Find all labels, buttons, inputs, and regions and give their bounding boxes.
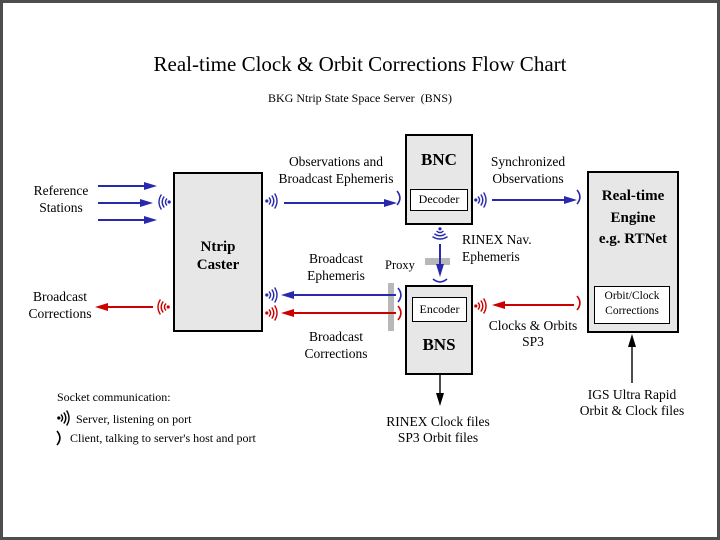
server-socket-icon-caster-right-ephemeris [264, 286, 278, 304]
server-socket-icon-bns-right [473, 297, 487, 315]
client-socket-icon-bnc-left [396, 190, 401, 206]
arrow-reference-station-1 [98, 182, 157, 190]
clocks-orbits-label: Clocks & Orbits SP3 [488, 318, 578, 349]
legend-server-text: Server, listening on port [76, 412, 192, 426]
arrow-igs-to-engine [628, 334, 636, 383]
encoder-box [412, 297, 467, 322]
server-socket-icon-bnc-right [473, 191, 487, 209]
legend-server-socket-icon [56, 409, 70, 427]
arrow-bnc-to-bns [436, 244, 444, 277]
server-socket-icon-caster-right-corrections [264, 304, 278, 322]
client-socket-icon-engine-left-red [576, 295, 581, 311]
proxy-label: Proxy [385, 258, 415, 272]
encoder-label: Encoder [419, 302, 460, 316]
rinex-nav-label: RINEX Nav. Ephemeris [462, 232, 532, 264]
ntrip-caster-box [173, 172, 263, 332]
broadcast-corrections-left-label: Broadcast Corrections [28, 289, 92, 321]
bns-label: BNS [422, 335, 456, 354]
client-socket-icon-engine-left-blue [576, 189, 581, 205]
arrow-bns-to-caster-corrections [281, 309, 396, 317]
bnc-label: BNC [421, 150, 457, 169]
arrow-reference-station-3 [98, 216, 157, 224]
arrow-bns-to-caster-ephemeris [281, 291, 396, 299]
arrow-engine-to-bns [492, 301, 574, 309]
legend-title: Socket communication: [57, 390, 171, 404]
arrow-bnc-to-engine [492, 196, 577, 204]
server-socket-icon-caster-left-red [157, 298, 171, 316]
realtime-engine-label: Real-time Engine e.g. RTNet [598, 188, 668, 247]
page-subtitle: BKG Ntrip State Space Server (BNS) [268, 91, 452, 105]
igs-files-label: IGS Ultra Rapid Orbit & Clock files [579, 387, 685, 418]
arrow-reference-station-2 [98, 199, 153, 207]
bnc-box [405, 134, 473, 225]
client-socket-icon-bns-left-red [397, 305, 402, 321]
broadcast-corrections-mid-label: Broadcast Corrections [304, 329, 368, 361]
synchronized-observations-label: Synchronized Observations [490, 154, 566, 186]
legend-client-socket-icon [56, 430, 61, 446]
server-socket-icon-caster-right-obs [264, 192, 278, 210]
rinex-files-label: RINEX Clock files SP3 Orbit files [386, 414, 490, 445]
proxy-bar-horizontal [425, 258, 450, 265]
observations-label: Observations and Broadcast Ephemeris [278, 154, 394, 186]
server-socket-icon-caster-left-blue [158, 193, 172, 211]
arrow-bns-to-files [436, 375, 444, 406]
legend-client-text: Client, talking to server's host and por… [70, 431, 256, 445]
client-socket-icon-bns-top [432, 278, 448, 283]
proxy-bar-vertical [388, 283, 394, 331]
decoder-label: Decoder [418, 192, 460, 206]
arrow-caster-to-broadcast-out [95, 303, 153, 311]
ntrip-caster-label: Ntrip Caster [196, 239, 240, 273]
server-socket-icon-bnc-bottom [431, 226, 449, 240]
page-title: Real-time Clock & Orbit Corrections Flow… [153, 52, 567, 76]
client-socket-icon-bns-left-blue [397, 287, 402, 303]
reference-stations-label: Reference Stations [33, 183, 89, 215]
orbit-clock-corrections-label: Orbit/Clock Corrections [604, 290, 660, 317]
broadcast-ephemeris-label: Broadcast Ephemeris [307, 251, 365, 283]
arrow-caster-to-bnc [284, 199, 397, 207]
orbit-clock-corrections-box [594, 286, 670, 324]
decoder-box [410, 189, 468, 211]
